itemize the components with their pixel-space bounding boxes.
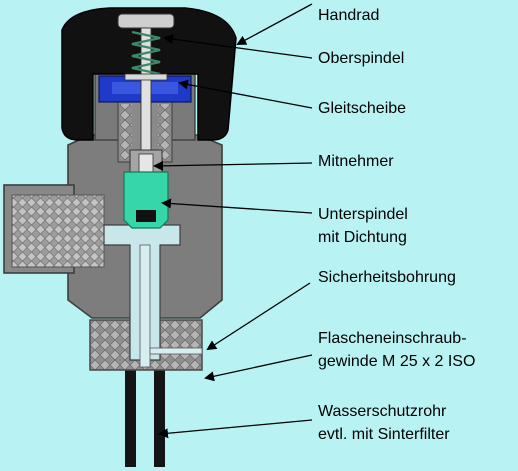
label-water-tube-2: evtl. mit Sinterfilter: [318, 426, 450, 443]
lower-spindle: [123, 171, 169, 229]
label-bottle-thread-2: gewinde M 25 x 2 ISO: [318, 353, 476, 370]
label-glide-washer: Gleitscheibe: [318, 100, 407, 117]
label-handwheel: Handrad: [318, 7, 380, 24]
label-lower-spindle-1: Unterspindel: [318, 206, 408, 223]
label-lower-spindle-2: mit Dichtung: [318, 229, 407, 246]
label-water-tube-1: Wasserschutzrohr: [318, 403, 447, 420]
upper-spindle: [117, 13, 175, 179]
valve-body: [3, 69, 223, 371]
label-upper-spindle: Oberspindel: [318, 50, 405, 67]
label-safety-bore: Sicherheitsbohrung: [318, 269, 456, 286]
leader-arrows: [153, 3, 313, 439]
label-driver: Mitnehmer: [318, 153, 394, 170]
label-bottle-thread-1: Flascheneinschraub-: [318, 330, 467, 347]
water-protection-tube: [125, 362, 165, 467]
